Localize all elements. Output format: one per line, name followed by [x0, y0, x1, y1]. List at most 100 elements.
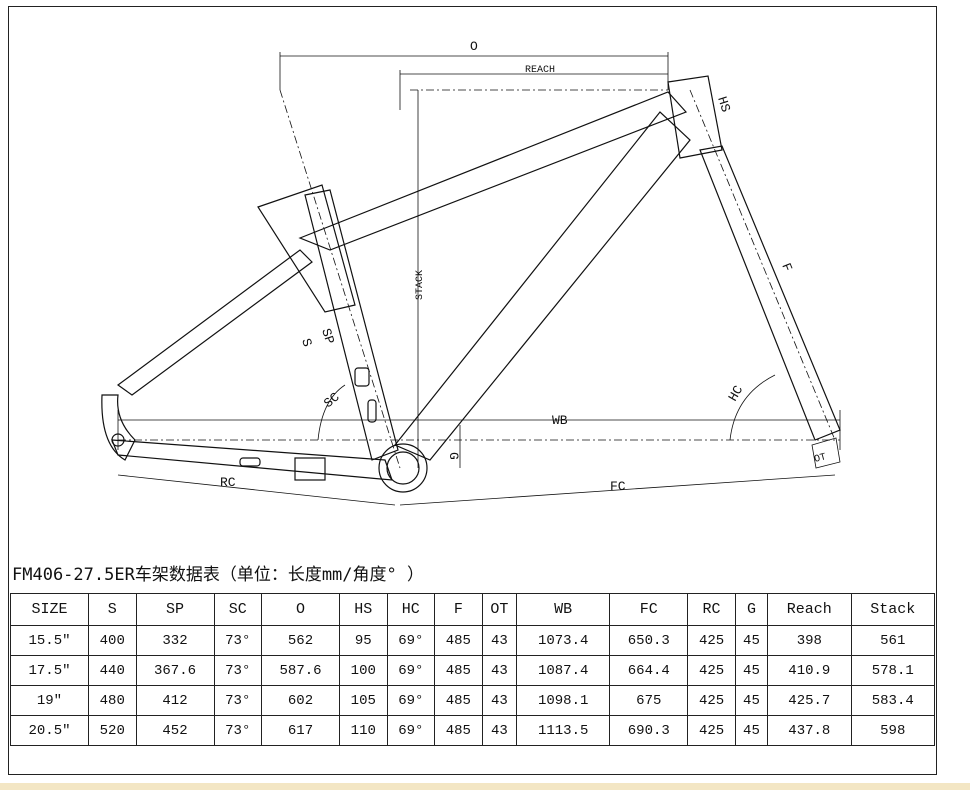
table-cell: 17.5″ — [10, 655, 89, 686]
column-header: FC — [609, 593, 689, 626]
table-cell: 425 — [687, 685, 736, 716]
table-cell: 100 — [339, 655, 388, 686]
column-header: HS — [339, 593, 388, 626]
table-cell: 1113.5 — [516, 715, 611, 746]
table-cell: 45 — [734, 625, 769, 656]
column-header: SP — [135, 593, 215, 626]
fork — [699, 145, 841, 441]
seat-post — [257, 184, 356, 313]
column-header: Reach — [767, 593, 852, 626]
table-cell: 485 — [434, 685, 483, 716]
table-cell: 561 — [850, 625, 936, 656]
bottom-strip — [0, 783, 970, 790]
table-cell: 73° — [213, 685, 263, 716]
table-cell: 437.8 — [767, 715, 852, 746]
table-cell: 425.7 — [767, 685, 852, 716]
table-cell: 675 — [609, 685, 689, 716]
column-header: Stack — [850, 593, 936, 626]
table-cell: 602 — [261, 685, 341, 716]
table-cell: 690.3 — [609, 715, 689, 746]
head-tube — [667, 75, 723, 159]
table-row: 19″ 480 412 73° 602 105 69° 485 43 1098.… — [10, 685, 936, 716]
table-cell: 650.3 — [609, 625, 689, 656]
geometry-table: SIZE S SP SC O HS HC F OT WB FC RC G Rea… — [10, 593, 936, 746]
table-cell: 332 — [135, 625, 215, 656]
table-cell: 69° — [386, 655, 436, 686]
label-wb: WB — [552, 413, 568, 428]
table-cell: 410.9 — [767, 655, 852, 686]
label-o: O — [470, 39, 478, 54]
table-cell: 452 — [135, 715, 215, 746]
chain-stay — [111, 439, 393, 481]
label-rc: RC — [220, 475, 236, 490]
table-cell: 485 — [434, 655, 483, 686]
table-cell: 617 — [261, 715, 341, 746]
table-cell: 398 — [767, 625, 852, 656]
column-header: RC — [687, 593, 736, 626]
table-cell: 20.5″ — [10, 715, 89, 746]
table-cell: 562 — [261, 625, 341, 656]
table-cell: 69° — [386, 625, 436, 656]
rear-dropout — [101, 394, 136, 461]
table-cell: 425 — [687, 625, 736, 656]
column-header: G — [734, 593, 769, 626]
table-cell: 45 — [734, 715, 769, 746]
drawing-border — [8, 6, 937, 775]
table-cell: 45 — [734, 685, 769, 716]
table-cell: 485 — [434, 625, 483, 656]
table-cell: 73° — [213, 625, 263, 656]
table-cell: 73° — [213, 655, 263, 686]
table-cell: 110 — [339, 715, 388, 746]
table-cell: 1098.1 — [516, 685, 611, 716]
table-row: 15.5″ 400 332 73° 562 95 69° 485 43 1073… — [10, 625, 936, 656]
label-ot: OT — [813, 452, 827, 466]
label-fc: FC — [610, 479, 626, 494]
column-header: S — [87, 593, 137, 626]
table-cell: 1087.4 — [516, 655, 611, 686]
table-cell: 412 — [135, 685, 215, 716]
column-header: SIZE — [10, 593, 89, 626]
table-row: 20.5″ 520 452 73° 617 110 69° 485 43 111… — [10, 715, 936, 746]
label-s: S — [298, 337, 315, 349]
seat-tube — [304, 189, 399, 461]
table-cell: 367.6 — [135, 655, 215, 686]
table-cell: 664.4 — [609, 655, 689, 686]
table-cell: 19″ — [10, 685, 89, 716]
label-f: F — [778, 261, 795, 274]
table-cell: 587.6 — [261, 655, 341, 686]
label-hs: HS — [714, 95, 733, 115]
frame-geometry-drawing: O REACH STACK HS F S SP SC HC WB G OT RC… — [101, 39, 841, 506]
label-reach: REACH — [525, 65, 555, 76]
column-header: F — [434, 593, 483, 626]
table-cell: 69° — [386, 685, 436, 716]
table-cell: 400 — [87, 625, 137, 656]
table-cell: 598 — [850, 715, 936, 746]
table-cell: 520 — [87, 715, 137, 746]
table-title: FM406-27.5ER车架数据表（单位：长度mm/角度° ） — [12, 565, 424, 585]
table-cell: 69° — [386, 715, 436, 746]
bottom-bracket — [378, 443, 428, 493]
label-stack: STACK — [415, 270, 426, 300]
label-g: G — [446, 452, 461, 460]
table-cell: 485 — [434, 715, 483, 746]
table-cell: 43 — [481, 625, 518, 656]
seat-stay — [116, 249, 313, 396]
table-cell: 43 — [481, 655, 518, 686]
table-cell: 43 — [481, 685, 518, 716]
table-cell: 15.5″ — [10, 625, 89, 656]
table-cell: 583.4 — [850, 685, 936, 716]
table-header-row: SIZE S SP SC O HS HC F OT WB FC RC G Rea… — [10, 593, 936, 626]
column-header: HC — [386, 593, 436, 626]
table-cell: 480 — [87, 685, 137, 716]
column-header: O — [261, 593, 341, 626]
table-cell: 45 — [734, 655, 769, 686]
table-cell: 440 — [87, 655, 137, 686]
label-sp: SP — [318, 327, 337, 347]
top-tube — [298, 91, 688, 251]
column-header: SC — [213, 593, 263, 626]
table-cell: 1073.4 — [516, 625, 611, 656]
table-cell: 95 — [339, 625, 388, 656]
table-cell: 43 — [481, 715, 518, 746]
table-cell: 105 — [339, 685, 388, 716]
label-sc: SC — [321, 389, 343, 411]
